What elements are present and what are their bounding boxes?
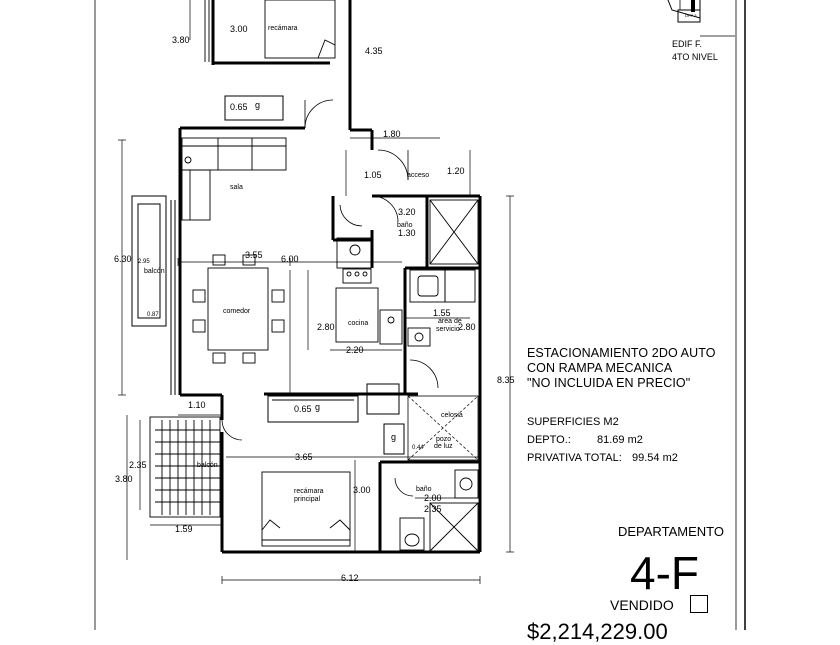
parking-note-line2: CON RAMPA MECANICA bbox=[527, 361, 673, 375]
building-name: EDIF F. bbox=[672, 39, 703, 49]
dim-label: 1.05 bbox=[364, 170, 382, 180]
dim-label: 3.20 bbox=[398, 207, 416, 217]
dim-label: 6.30 bbox=[114, 254, 132, 264]
room-label-pozo-1: pozo bbox=[436, 436, 452, 443]
dim-label: 0.65 bbox=[294, 404, 312, 414]
dim-label: 0.65 bbox=[230, 102, 248, 112]
room-label-pozo-2: de luz bbox=[434, 443, 453, 450]
dim-label: 2.35 bbox=[424, 504, 442, 514]
sofa bbox=[181, 137, 287, 221]
parking-note-line1: ESTACIONAMIENTO 2DO AUTO bbox=[527, 346, 716, 360]
unit-price: $2,214,229.00 bbox=[527, 619, 668, 644]
dim-label: 3.00 bbox=[230, 24, 248, 34]
dim-label: 2.95 bbox=[138, 259, 150, 265]
room-label-balcon-bottom: balcón bbox=[197, 462, 218, 469]
sold-status: VENDIDO bbox=[610, 597, 674, 613]
dim-label: 1.59 bbox=[175, 524, 193, 534]
dim-label: 3.00 bbox=[353, 485, 371, 495]
room-label-celosia: celosia bbox=[441, 412, 463, 419]
dim-label: 3.55 bbox=[245, 250, 263, 260]
floor-plan-drawing bbox=[94, 0, 746, 630]
dim-label: 1.55 bbox=[433, 308, 451, 318]
room-label-area-servicio-1: área de bbox=[438, 318, 462, 325]
room-label-area-servicio-2: servicio bbox=[436, 326, 460, 333]
room-label-balcon-top: balcón bbox=[144, 268, 165, 275]
privativa-label: PRIVATIVA TOTAL: bbox=[527, 452, 622, 464]
room-label-recamara-principal-2: principal bbox=[294, 496, 321, 503]
dim-label: 0.87 bbox=[147, 312, 159, 318]
areas-title: SUPERFICIES M2 bbox=[527, 416, 619, 428]
room-label-recamara: recámara bbox=[268, 25, 298, 32]
unit-label: DEPARTAMENTO bbox=[618, 524, 724, 539]
room-label-bano-top: baño bbox=[397, 222, 413, 229]
room-label-acceso: acceso bbox=[407, 172, 430, 179]
dim-label: 0.44 bbox=[412, 445, 424, 451]
sold-checkbox bbox=[690, 595, 708, 613]
room-label-cocina: cocina bbox=[348, 320, 369, 327]
room-label-bano-bottom: baño bbox=[416, 486, 432, 493]
closet-mark: g bbox=[391, 432, 397, 442]
dim-label: 8.35 bbox=[497, 375, 515, 385]
dining-table bbox=[192, 254, 285, 364]
dim-label: 1.30 bbox=[398, 228, 416, 238]
dim-label: 4.35 bbox=[365, 46, 383, 56]
dim-label: 2.80 bbox=[458, 322, 476, 332]
building-level: 4TO NIVEL bbox=[672, 52, 718, 62]
key-plan-icon bbox=[667, 0, 735, 37]
dim-label: 3.80 bbox=[172, 35, 190, 45]
room-label-recamara-principal-1: recámara bbox=[294, 488, 324, 495]
depto-value: 81.69 m2 bbox=[597, 434, 643, 446]
parking-note-line3: "NO INCLUIDA EN PRECIO" bbox=[527, 376, 691, 390]
closet-mark: g bbox=[255, 100, 261, 110]
dim-label: 2.00 bbox=[424, 493, 442, 503]
unit-number: 4-F bbox=[630, 547, 699, 599]
dim-label: 3.80 bbox=[115, 474, 133, 484]
depto-label: DEPTO.: bbox=[527, 434, 571, 446]
balcony-grid bbox=[149, 416, 221, 518]
dim-label: 1.20 bbox=[447, 166, 465, 176]
room-label-comedor: comedor bbox=[223, 308, 251, 315]
dim-label: 6.12 bbox=[341, 573, 359, 583]
plan-tag: DPP 3 bbox=[685, 13, 697, 18]
dim-label: 2.20 bbox=[346, 345, 364, 355]
dim-label: 2.35 bbox=[129, 460, 147, 470]
dim-label: 3.65 bbox=[295, 452, 313, 462]
privativa-value: 99.54 m2 bbox=[632, 452, 678, 464]
dim-label: 1.10 bbox=[188, 400, 206, 410]
room-label-sala: sala bbox=[230, 184, 243, 191]
kitchen-fixtures bbox=[335, 268, 476, 347]
bed bbox=[261, 471, 351, 547]
dim-label: 6.00 bbox=[281, 254, 299, 264]
closet-mark: g bbox=[315, 402, 321, 412]
dim-label: 1.80 bbox=[383, 129, 401, 139]
dim-label: 2.80 bbox=[317, 322, 335, 332]
